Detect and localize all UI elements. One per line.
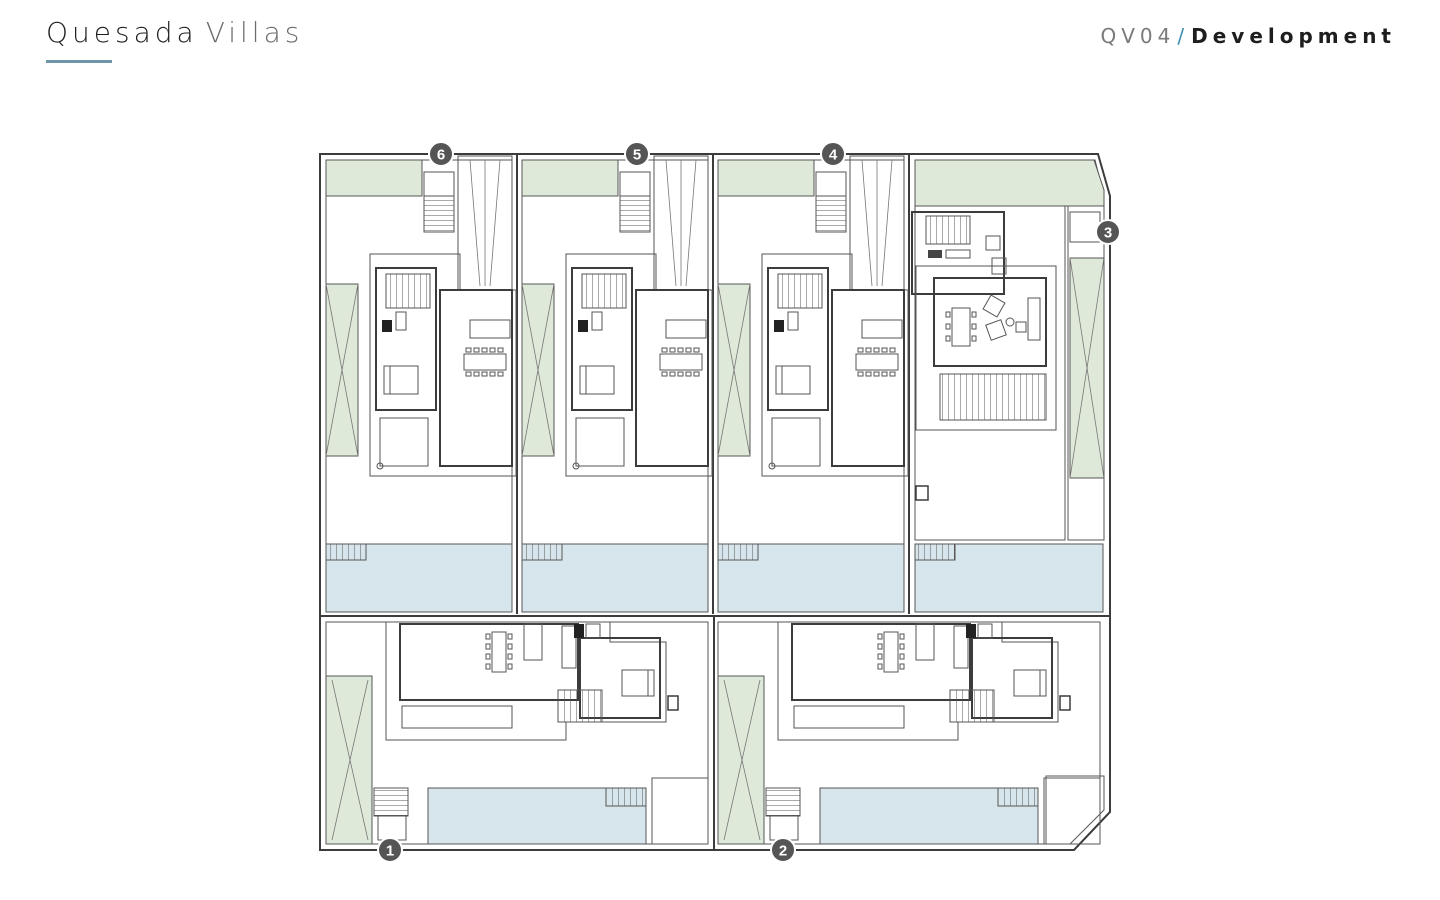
villa-marker-1: 1 (377, 837, 403, 863)
villa-marker-3: 3 (1095, 219, 1121, 245)
section-label: Development (1191, 24, 1396, 48)
villa-number-5: 5 (633, 147, 641, 164)
brand-secondary: Villas (205, 16, 304, 49)
villa-plan-top (325, 155, 517, 613)
villa-marker-5: 5 (624, 141, 650, 167)
villa-plan-3 (911, 159, 1105, 613)
villa-marker-4: 4 (820, 141, 846, 167)
brand-primary: Quesada (46, 16, 198, 49)
separator: / (1177, 24, 1190, 48)
villa-number-3: 3 (1104, 225, 1112, 242)
villa-number-4: 4 (829, 147, 838, 164)
villa-plan-1 (325, 621, 709, 845)
project-code: QV04 (1100, 24, 1176, 48)
villa-markers: 6 5 4 3 1 2 (377, 141, 1121, 863)
villa-number-2: 2 (779, 843, 787, 860)
document-id: QV04/Development (1100, 24, 1396, 48)
villa-number-1: 1 (386, 843, 394, 860)
villa-marker-2: 2 (770, 837, 796, 863)
villa-number-6: 6 (437, 147, 445, 164)
villa-marker-6: 6 (428, 141, 454, 167)
brand-underline (46, 60, 112, 63)
